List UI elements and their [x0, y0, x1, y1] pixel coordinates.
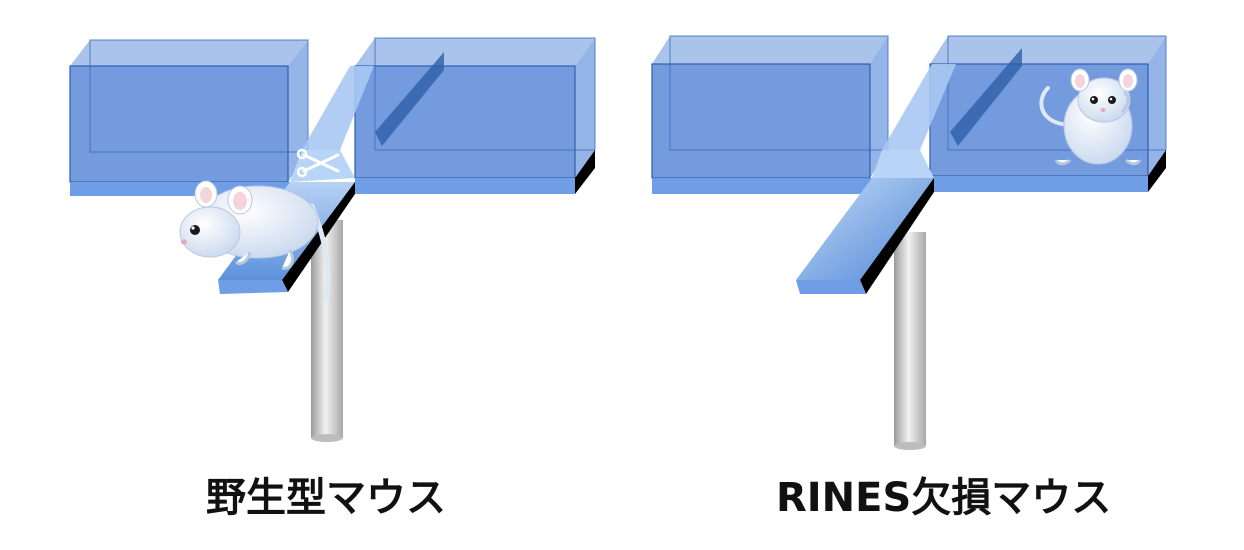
scissors-icon [296, 148, 340, 178]
maze-left [69, 37, 596, 442]
caption-rines-knockout: RINES欠損マウス [776, 475, 1112, 521]
open-arm-front [796, 178, 934, 280]
maze-pole [894, 232, 926, 446]
mouse-icon [1039, 68, 1142, 166]
caption-wild-type: 野生型マウス [206, 475, 446, 521]
maze-pole-base [311, 434, 343, 442]
maze-right [651, 35, 1167, 450]
mouse-icon [179, 180, 331, 303]
closed-arm-left [69, 39, 309, 196]
maze-center [872, 150, 934, 178]
open-arm-back [882, 64, 956, 150]
open-arm-back [302, 66, 374, 150]
closed-arm-right [354, 37, 596, 194]
maze-pole-base [894, 442, 926, 450]
closed-arm-left [651, 35, 889, 194]
